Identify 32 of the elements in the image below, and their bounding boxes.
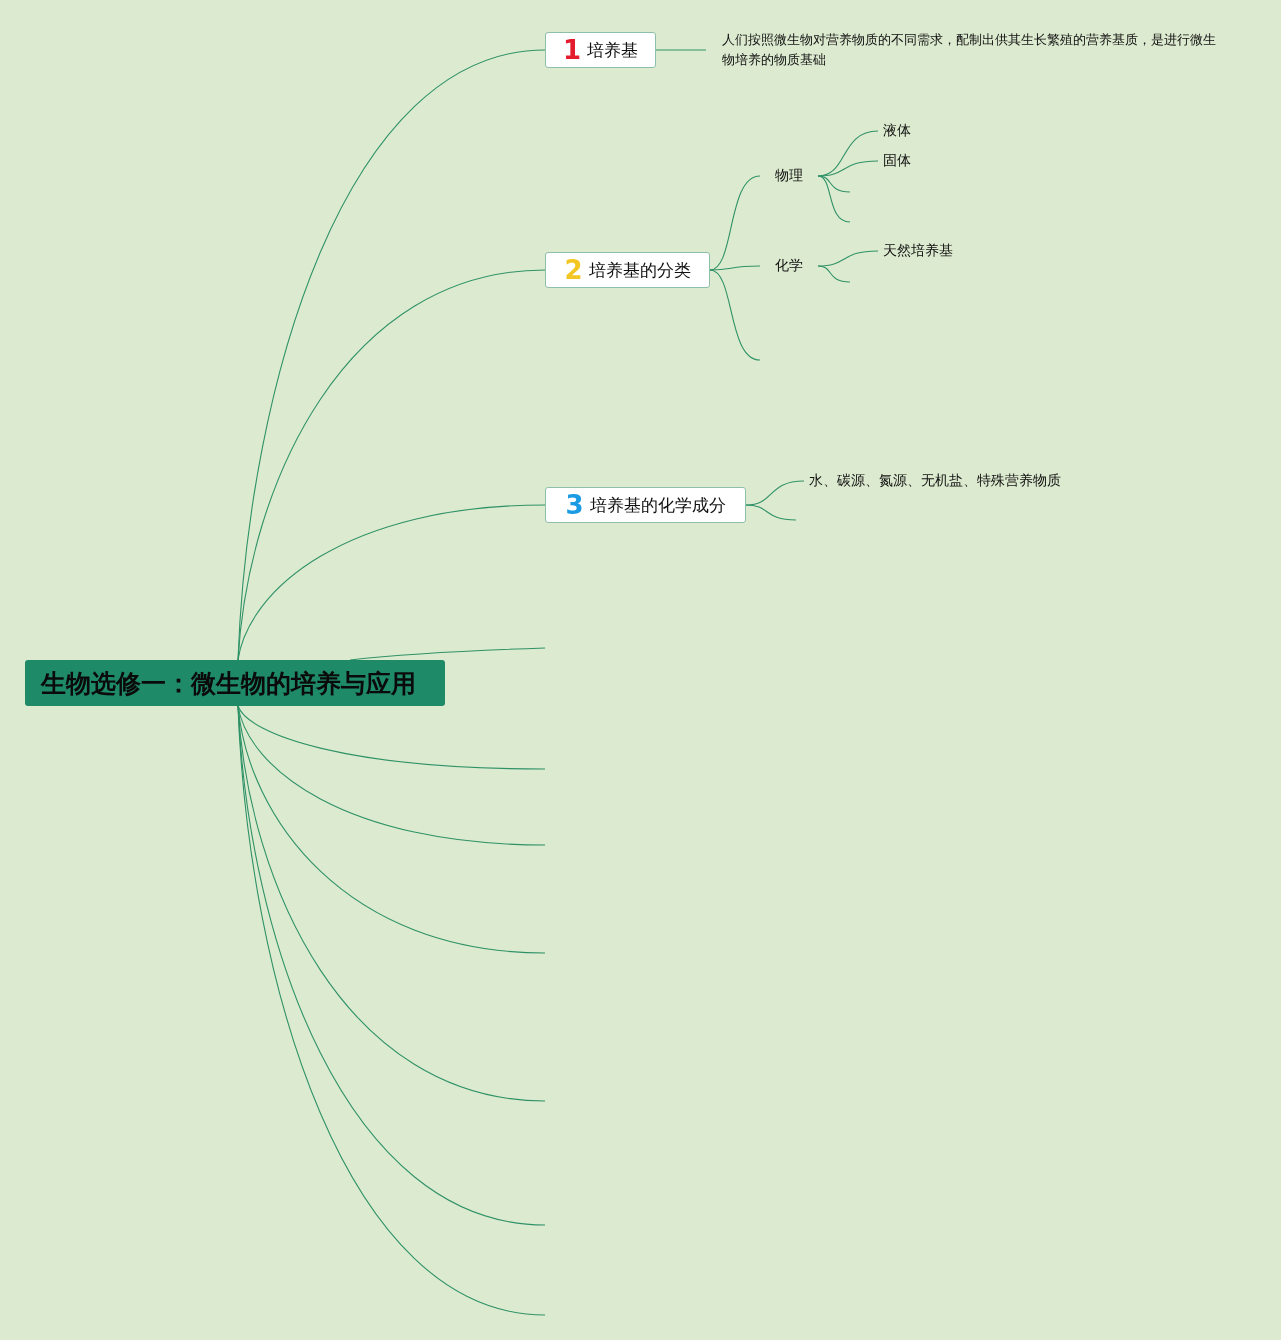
branch-line — [237, 49, 546, 661]
branch-line — [349, 647, 546, 661]
branch-line — [655, 49, 707, 51]
branch-line — [745, 480, 805, 506]
topic-title: 培养基 — [587, 38, 639, 62]
branch-line — [817, 250, 879, 267]
branch-line — [745, 504, 797, 521]
subtopic-label: 物理 — [760, 164, 818, 188]
topic-number: 2 — [564, 257, 583, 283]
branch-line — [237, 705, 546, 770]
topic-number: 1 — [562, 37, 582, 63]
subtopic-label: 化学 — [760, 254, 818, 278]
leaf-label: 液体 — [878, 122, 914, 140]
root-topic-box — [25, 660, 445, 706]
leaf-label: 水、碳源、氮源、无机盐、特殊营养物质 — [804, 471, 1074, 491]
topic-number: 3 — [565, 492, 584, 518]
topic-box — [545, 252, 710, 288]
topic-title: 培养基的分类 — [588, 258, 691, 282]
branch-line — [237, 269, 546, 661]
topic-box — [545, 32, 656, 68]
branch-line — [709, 269, 761, 361]
root-title: 生物选修一：微生物的培养与应用 — [41, 667, 416, 700]
branch-line — [817, 265, 851, 283]
leaf-label: 天然培养基 — [878, 242, 958, 260]
branch-line — [709, 265, 761, 271]
topic-box — [545, 487, 746, 523]
branch-line — [817, 160, 879, 177]
topic-title: 培养基的化学成分 — [589, 493, 726, 517]
note-text: 人们按照微生物对营养物质的不同需求，配制出供其生长繁殖的营养基质，是进行微生物培养的物质基础 — [706, 30, 1222, 70]
branch-line — [237, 504, 546, 661]
branch-line — [817, 175, 851, 223]
leaf-label: 固体 — [878, 152, 914, 170]
